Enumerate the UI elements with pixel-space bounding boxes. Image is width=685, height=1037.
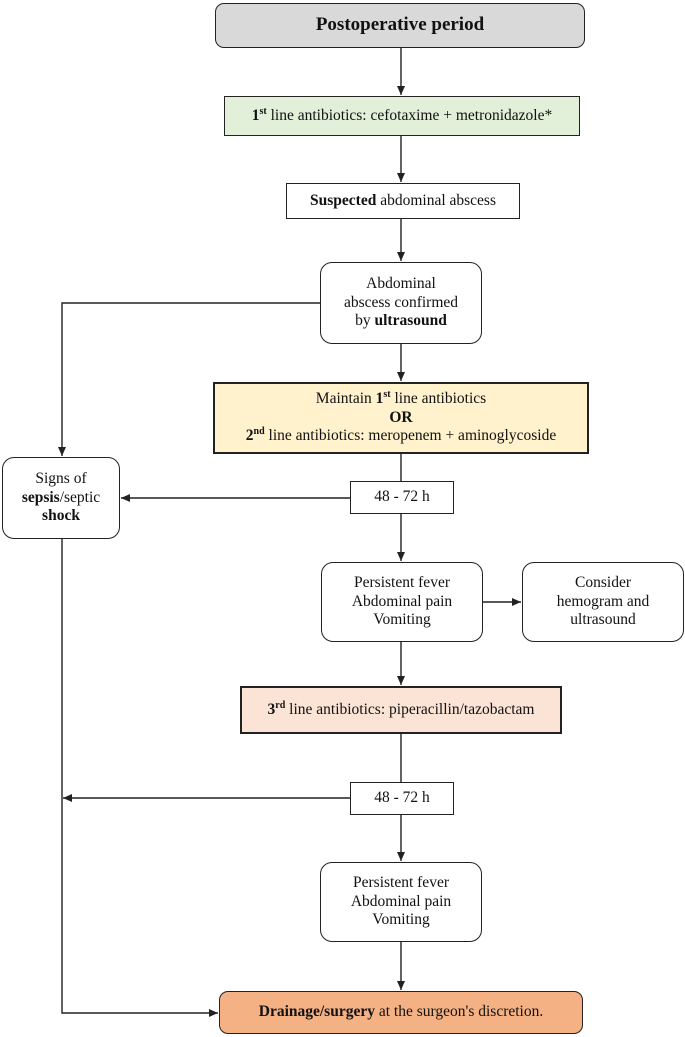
maintain-line-3-suffix: nd [253,426,265,438]
node-signs-of-sepsis: Signs of sepsis/septic shock [2,457,120,539]
maintain-line-3-number: 2 [245,427,254,445]
confirmed-line-1: Abdominal [366,275,436,293]
node-postoperative-period: Postoperative period [215,3,585,48]
suspected-text: Suspected abdominal abscess [310,192,496,211]
suspected-bold: Suspected [310,191,377,209]
node-third-line-antibiotics: 3rd line antibiotics: piperacillin/tazob… [240,686,562,734]
confirmed-line-3-bold: ultrasound [374,312,447,330]
third-line-suffix: rd [275,699,286,711]
node-abscess-confirmed: Abdominal abscess confirmed by ultrasoun… [320,262,482,344]
drainage-rest: at the surgeon's discretion. [374,1003,544,1021]
third-line-description: line antibiotics: piperacillin/tazobacta… [285,700,535,718]
node-wait-48-72h-first: 48 - 72 h [350,481,454,514]
persistent-second-line-2: Abdominal pain [350,892,452,910]
node-postoperative-period-label: Postoperative period [315,14,485,36]
sepsis-line-3: shock [42,507,80,525]
third-line-text: 3rd line antibiotics: piperacillin/tazob… [267,699,535,720]
persistent-second-line-1: Persistent fever [353,874,449,892]
node-consider-hemogram: Consider hemogram and ultrasound [522,562,684,642]
sepsis-line-1: Signs of [35,470,87,488]
node-suspected-abscess: Suspected abdominal abscess [286,183,520,219]
consider-line-3: ultrasound [570,611,636,629]
node-drainage-surgery: Drainage/surgery at the surgeon's discre… [219,991,583,1034]
wait-first-label: 48 - 72 h [374,488,430,506]
node-first-line-antibiotics: 1st line antibiotics: cefotaxime + metro… [224,96,580,136]
confirmed-line-3-prefix: by [355,312,375,330]
first-line-number: 1 [251,106,260,124]
drainage-text: Drainage/surgery at the surgeon's discre… [259,1003,543,1022]
persistent-first-line-1: Persistent fever [354,574,450,592]
first-line-suffix: st [259,105,267,117]
sepsis-line-2-bold: sepsis [21,488,60,506]
persistent-first-line-3: Vomiting [373,611,431,629]
arrow-confirmed-to-sepsis [58,302,320,456]
suspected-rest: abdominal abscess [376,191,496,209]
maintain-line-3: 2nd line antibiotics: meropenem + aminog… [246,427,556,446]
third-line-number: 3 [267,700,276,718]
consider-line-1: Consider [575,574,631,592]
arrow-sepsis-to-drainage [61,539,218,1017]
wait-second-label: 48 - 72 h [374,789,430,807]
maintain-line-1: Maintain 1st line antibiotics [315,388,487,409]
node-persistent-symptoms-first: Persistent fever Abdominal pain Vomiting [321,562,483,642]
sepsis-line-2-rest: /septic [59,488,101,506]
persistent-second-line-3: Vomiting [372,911,430,929]
drainage-bold: Drainage/surgery [258,1003,375,1021]
maintain-line-3-rest: line antibiotics: meropenem + aminoglyco… [264,427,557,445]
node-wait-48-72h-second: 48 - 72 h [350,782,454,815]
sepsis-line-2: sepsis/septic [22,489,100,508]
first-line-text: 1st line antibiotics: cefotaxime + metro… [251,105,553,126]
node-persistent-symptoms-second: Persistent fever Abdominal pain Vomiting [320,862,482,942]
node-maintain-or-second-line: Maintain 1st line antibiotics OR 2nd lin… [213,382,589,454]
persistent-first-line-2: Abdominal pain [351,592,453,610]
confirmed-line-2: abscess confirmed [343,293,459,311]
confirmed-line-3: by ultrasound [355,312,447,331]
maintain-line-1-rest: line antibiotics [390,390,487,408]
maintain-line-1-suffix: st [383,388,391,400]
maintain-line-1-prefix: Maintain [315,390,376,408]
first-line-description: line antibiotics: cefotaxime + metronida… [266,106,553,124]
consider-line-2: hemogram and [556,592,650,610]
maintain-or: OR [389,408,413,426]
maintain-line-1-number: 1 [375,390,384,408]
